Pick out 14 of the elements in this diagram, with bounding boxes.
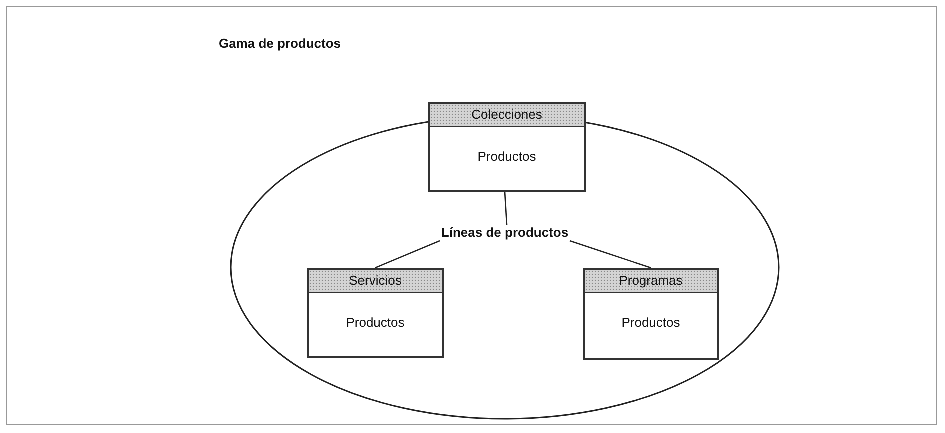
group-label: Líneas de productos <box>438 225 572 245</box>
connector-line <box>570 240 652 269</box>
category-box <box>307 268 444 358</box>
connector-line <box>375 240 440 269</box>
connector-line <box>504 192 508 226</box>
diagram-title: Gama de productos <box>218 36 342 51</box>
category-box <box>428 102 586 192</box>
box-header: Colecciones <box>430 104 584 127</box>
box-header: Programas <box>585 270 717 293</box>
box-text: Productos <box>346 315 405 330</box>
box-text: Productos <box>478 149 536 164</box>
category-box <box>583 268 719 360</box>
box-text: Productos <box>622 315 680 330</box>
box-header: Servicios <box>309 270 442 293</box>
